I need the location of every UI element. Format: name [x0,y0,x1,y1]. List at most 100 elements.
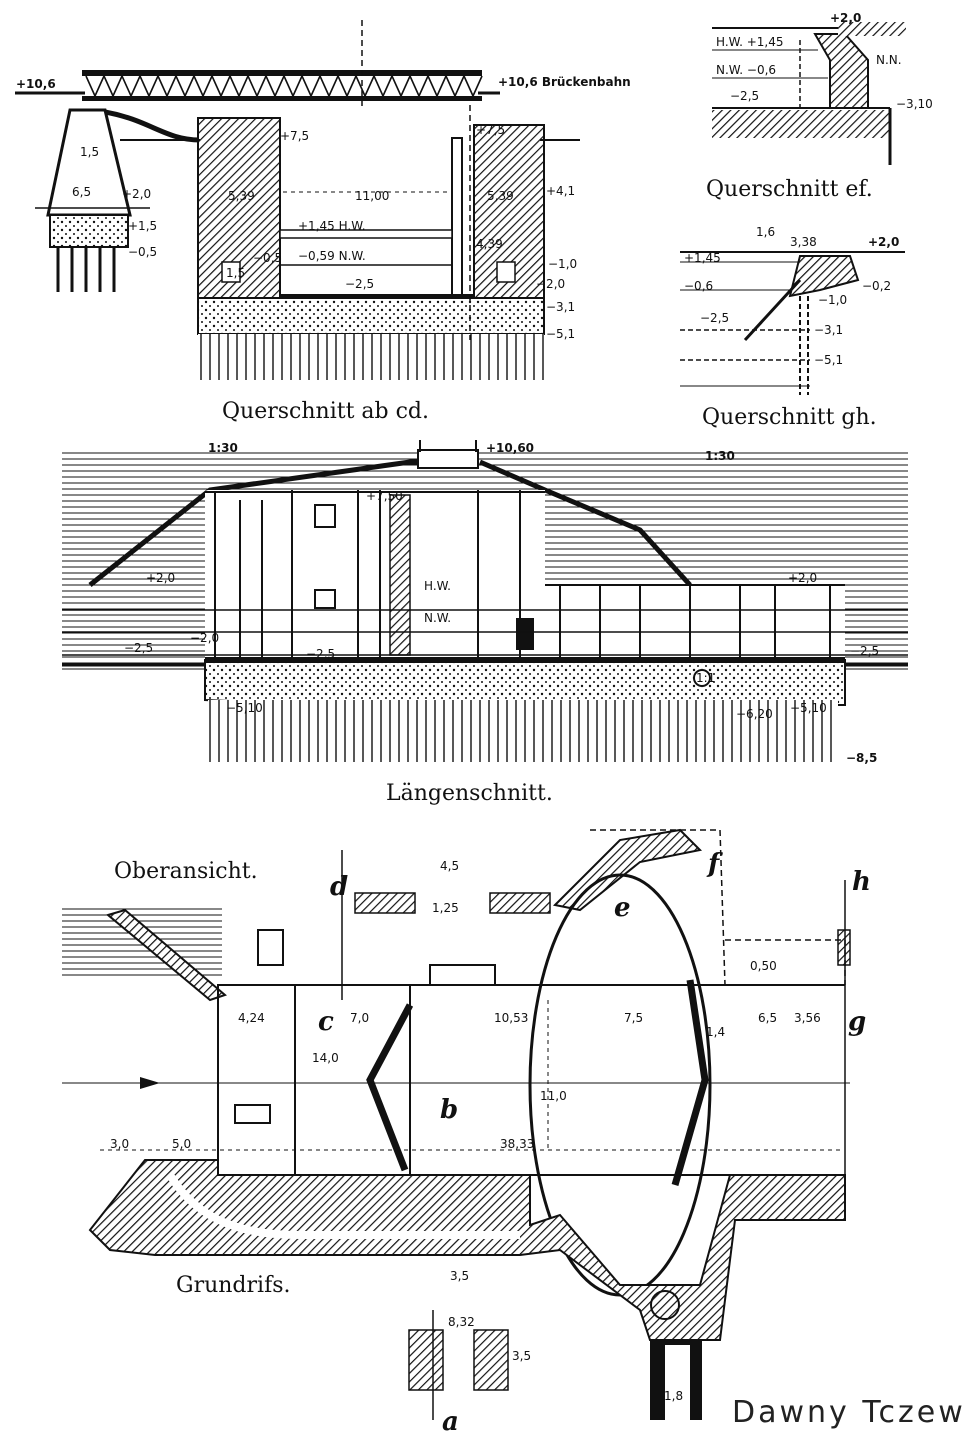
label-span: 11,00 [355,189,389,203]
lock-chamber-piers [120,117,580,300]
plan-letter-h: h [852,867,871,897]
label-long-right: +2,0 [788,571,817,585]
label-gh-r2: −1,0 [818,293,847,307]
label-r2: −2,0 [536,277,565,291]
label-small-box: 1,5 [226,266,245,280]
plan-dim-7-5: 7,5 [624,1011,643,1025]
plan-dim-4-24: 4,24 [238,1011,265,1025]
plan-dim-5-0: 5,0 [172,1137,191,1151]
plan-dim-0-50: 0,50 [750,959,777,973]
label-long-mid: +7,50 [366,489,403,503]
plan-letter-d: d [330,872,348,902]
plan-dim-8-32: 8,32 [448,1315,475,1329]
label-long-slope-mark: 1:1 [696,671,715,685]
label-nw: −0,59 N.W. [298,249,366,263]
label-long-b3: −5,10 [790,701,827,715]
plan-dim-38-33: 38,33 [500,1137,534,1151]
cross-foundation [197,297,545,380]
plan-dim-11-0: 11,0 [540,1089,567,1103]
plan-dim-1-8: 1,8 [664,1389,683,1403]
label-gh-w1: 1,6 [756,225,775,239]
label-gh-r1: −0,2 [862,279,891,293]
label-gh-hw: +1,45 [684,251,721,265]
caption-plan: Grundrifs. [176,1273,291,1298]
label-long-r1: −2,5 [850,644,879,658]
plan-letter-c: c [318,1007,334,1037]
label-bridge: +10,6 Brückenbahn [498,75,631,89]
label-pier-width-2: 5,39 [487,189,514,203]
plan-dim-3-5b: 3,5 [512,1349,531,1363]
label-ef-hw: H.W. +1,45 [716,35,784,49]
label-long-b4: −8,5 [846,751,877,765]
label-long-slope-left: 1:30 [208,441,238,455]
plan-dim-1-25: 1,25 [432,901,459,915]
label-gh-r3: −3,1 [814,323,843,337]
plan-letter-f: f [706,849,723,879]
label-gh-w2: 3,38 [790,235,817,249]
label-pile-width: 6,5 [72,185,91,199]
label-long-l2: −2,5 [124,641,153,655]
watermark: Dawny Tczew [732,1395,966,1430]
plan-dim-3-56: 3,56 [794,1011,821,1025]
plan-dim-10-53: 10,53 [494,1011,528,1025]
cross-section-ef: +2,0 H.W. +1,45 N.W. −0,6 N.N. −2,5 −3,1… [706,11,933,202]
plan-dim-1-4: 1,4 [706,1025,725,1039]
label-bottom: −2,5 [345,277,374,291]
label-r4: −5,1 [546,327,575,341]
label-ef-right: −3,10 [896,97,933,111]
label-inner-right: 4,39 [476,237,503,251]
cross-section-gh: 1,6 3,38 +2,0 +1,45 −0,6 −2,5 −0,2 −1,0 … [680,225,905,430]
label-long-top: +10,60 [486,441,534,455]
plan-letter-b: b [440,1095,458,1125]
label-long-l1: −2,0 [190,631,219,645]
caption-cross-ef: Querschnitt ef. [706,177,873,202]
label-gh-r4: −5,1 [814,353,843,367]
plan-dim-3-0: 3,0 [110,1137,129,1151]
label-inner-left: −0,5 [253,251,282,265]
label-top-right: +7,5 [476,123,505,137]
plan-dim-6-5: 6,5 [758,1011,777,1025]
label-r3: −3,1 [546,300,575,314]
label-gh-bottom: −2,5 [700,311,729,325]
label-left-level: +10,6 [16,77,56,91]
label-gh-top: +2,0 [868,235,899,249]
plan-letter-a: a [442,1407,459,1437]
label-pier-width-1: 5,39 [228,189,255,203]
label-p3: −0,5 [128,245,157,259]
label-long-b2: −6,20 [736,707,773,721]
label-long-hw: H.W. [424,579,451,593]
label-long-l3: −2,5 [306,647,335,661]
label-gh-nw: −0,6 [684,279,713,293]
label-right-level: +4,1 [546,184,575,198]
label-ef-top: +2,0 [830,11,861,25]
label-ef-nw: N.W. −0,6 [716,63,776,77]
plan-dim-4-5: 4,5 [440,859,459,873]
label-hw: +1,45 H.W. [298,219,366,233]
plan-view: Oberansicht. Grundrifs. d f e h c g b a … [62,828,871,1437]
caption-cross-ab-cd: Querschnitt ab cd. [222,399,429,424]
left-pile-support [35,108,201,292]
cross-section-ab-cd: +10,6 +10,6 Brückenbahn +7,5 +7,5 5,39 1… [15,20,631,424]
plan-dim-3-5: 3,5 [450,1269,469,1283]
label-ef-nn: N.N. [876,53,902,67]
caption-cross-gh: Querschnitt gh. [702,405,877,430]
plan-dim-7-0: 7,0 [350,1011,369,1025]
label-long-b1: −5,10 [226,701,263,715]
label-p1: +2,0 [122,187,151,201]
label-r1: −1,0 [548,257,577,271]
label-long-left: +2,0 [146,571,175,585]
bridge-truss [15,70,500,101]
plan-letter-g: g [848,1007,866,1037]
label-ef-bottom: −2,5 [730,89,759,103]
plan-letter-e: e [614,893,631,923]
caption-longitudinal: Längenschnitt. [386,781,553,806]
label-p2: +1,5 [128,219,157,233]
plan-dim-14-0: 14,0 [312,1051,339,1065]
label-pile-top: 1,5 [80,145,99,159]
longitudinal-section: 1:30 +10,60 1:30 +7,50 +2,0 +2,0 H.W. N.… [62,440,908,806]
label-long-nw: N.W. [424,611,451,625]
caption-top-view: Oberansicht. [114,859,258,884]
label-top-left: +7,5 [280,129,309,143]
label-long-slope-right: 1:30 [705,449,735,463]
